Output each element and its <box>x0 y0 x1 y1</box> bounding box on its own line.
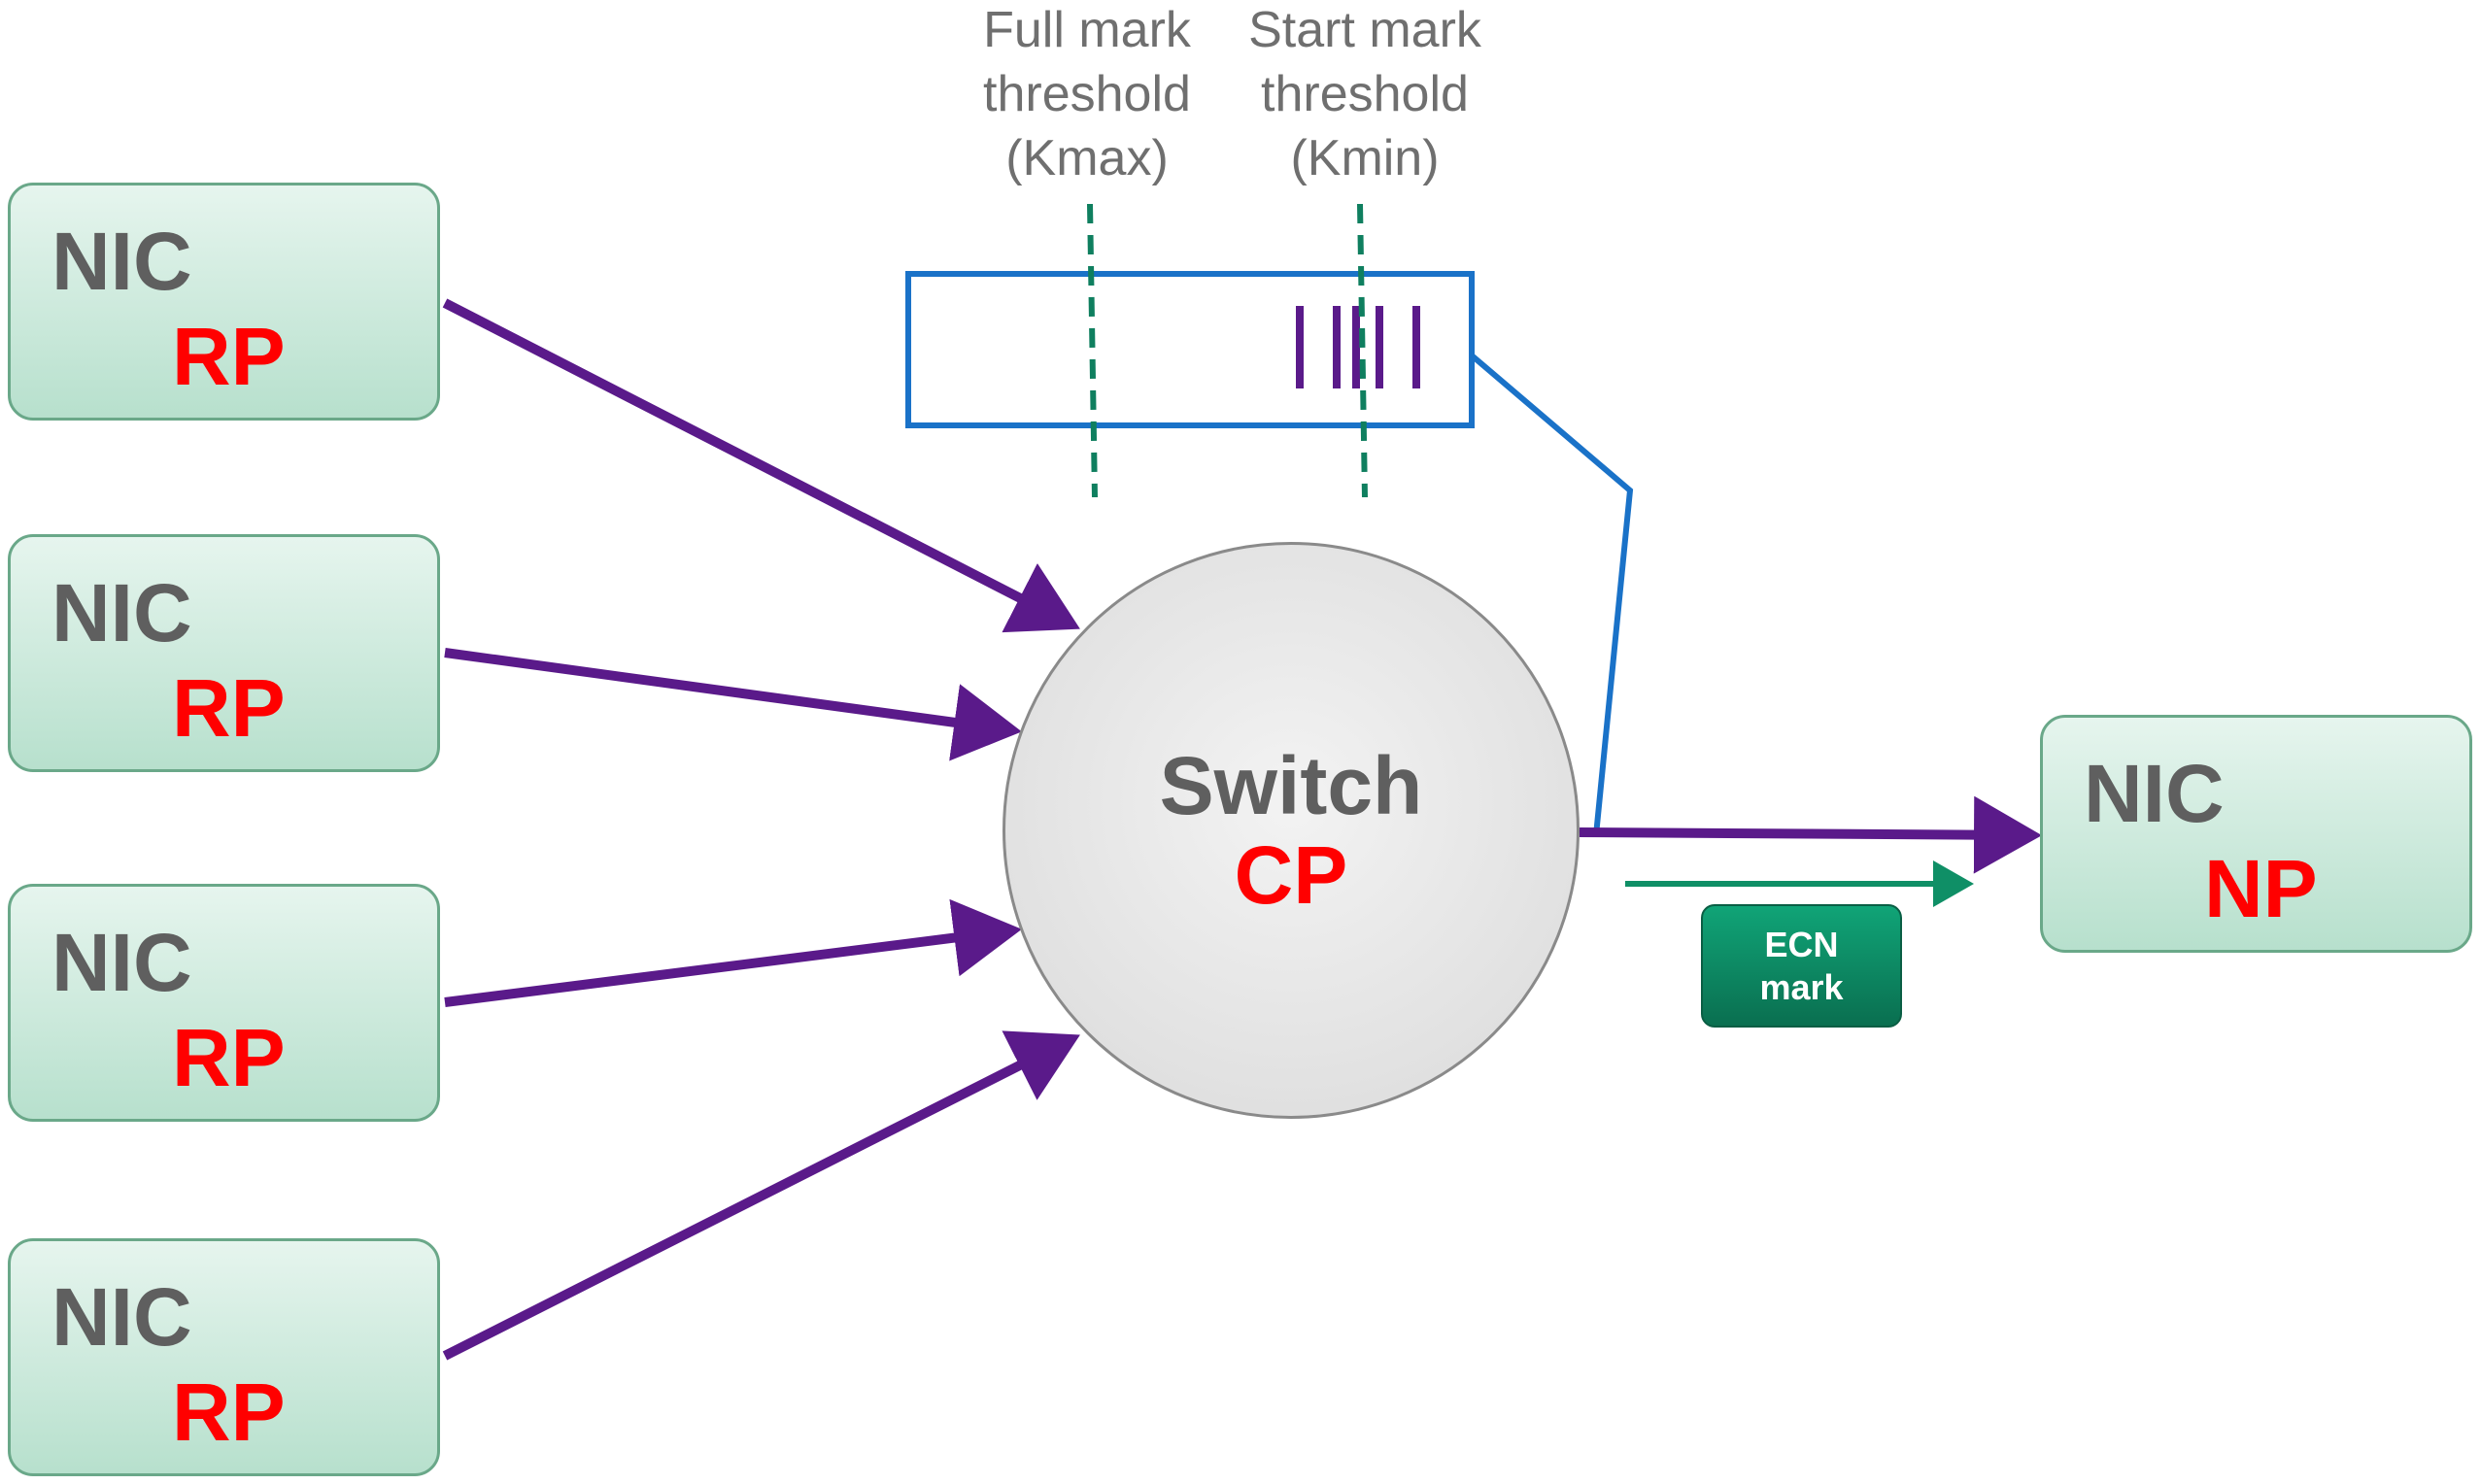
nic-label: NIC <box>2084 748 2225 839</box>
rp-label: RP <box>172 662 286 754</box>
nic-label: NIC <box>51 216 192 307</box>
switch-label: Switch <box>1159 740 1423 831</box>
ecn-mark-badge: ECN mark <box>1701 904 1902 1028</box>
nic-label: NIC <box>51 567 192 658</box>
flow-arrow-rp1 <box>442 298 1080 633</box>
kmin-threshold-label: Start mark threshold (Kmin) <box>1248 2 1481 186</box>
sender-nic-2: NIC RP <box>8 534 440 772</box>
kmax-threshold-label: Full mark threshold (Kmax) <box>983 2 1191 186</box>
rp-label: RP <box>172 1366 286 1458</box>
queue-callout-line <box>1470 353 1634 836</box>
np-label: NP <box>2204 843 2318 934</box>
cp-label: CP <box>1234 829 1348 921</box>
flow-arrow-rp3 <box>444 898 1022 1007</box>
kmin-threshold-line <box>1357 203 1368 498</box>
flow-arrow-rp2 <box>444 648 1022 761</box>
receiver-nic: NIC NP <box>2040 715 2472 953</box>
sender-nic-1: NIC RP <box>8 183 440 421</box>
rp-label: RP <box>172 311 286 402</box>
switch-node: Switch CP <box>1003 542 1580 1119</box>
ecn-label: ECN <box>1764 924 1839 964</box>
nic-label: NIC <box>51 1271 192 1363</box>
flow-arrow-rp4 <box>442 1030 1080 1361</box>
mark-label: mark <box>1759 966 1844 1007</box>
kmax-threshold-line <box>1087 203 1098 498</box>
queue-buffer <box>905 271 1475 428</box>
sender-nic-3: NIC RP <box>8 884 440 1122</box>
flow-arrow-np <box>1579 795 2042 874</box>
nic-label: NIC <box>51 917 192 1008</box>
sender-nic-4: NIC RP <box>8 1238 440 1476</box>
rp-label: RP <box>172 1012 286 1103</box>
